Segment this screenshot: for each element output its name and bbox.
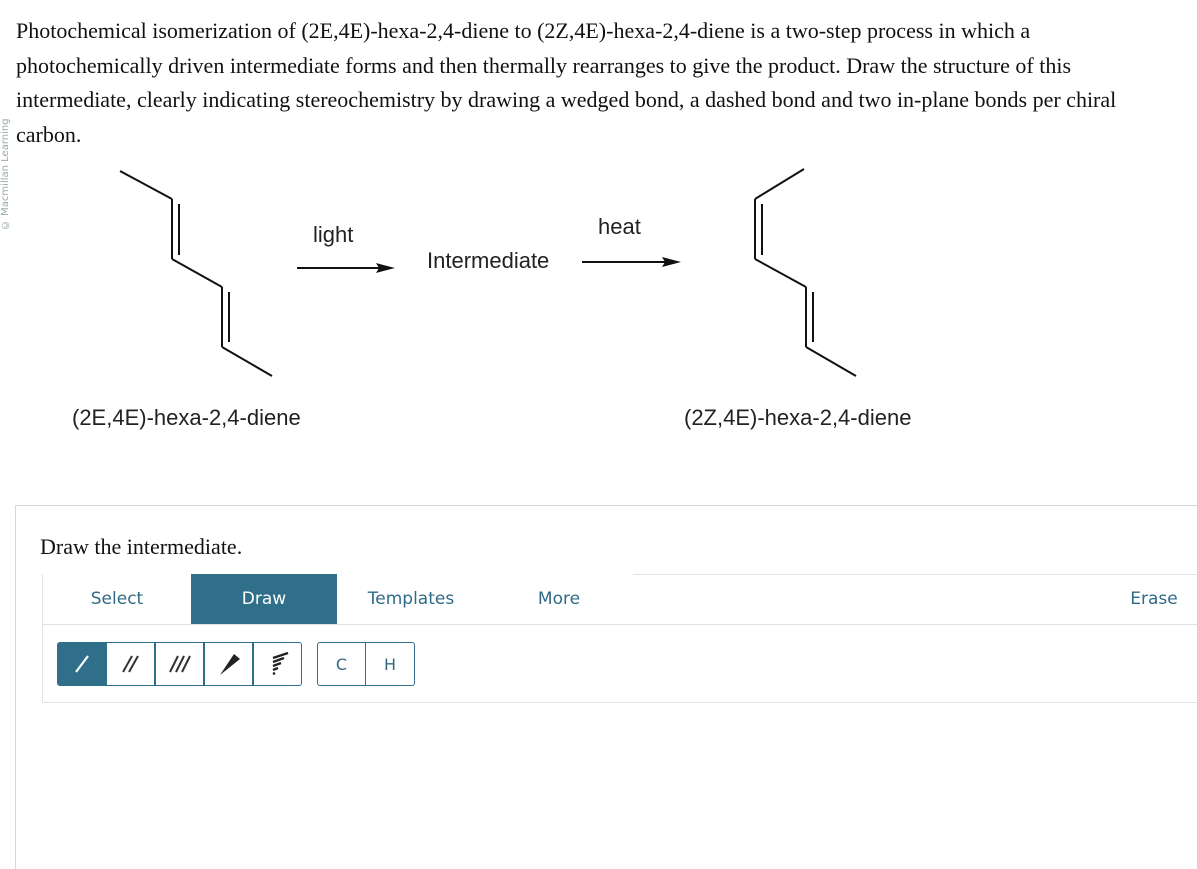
triple-bond-tool[interactable] <box>155 642 204 686</box>
product-name: (2Z,4E)-hexa-2,4-diene <box>684 405 912 430</box>
tab-templates[interactable]: Templates <box>367 589 455 609</box>
heat-label: heat <box>598 214 641 239</box>
reaction-scheme: light Intermediate heat (2E,4E)-hexa-2,4… <box>0 150 1197 450</box>
product-structure <box>754 168 857 377</box>
editor-tabs: Select Draw Templates More Erase <box>42 574 1197 625</box>
dash-bond-icon <box>271 651 288 676</box>
tab-more[interactable]: More <box>537 589 581 609</box>
single-bond-tool[interactable] <box>57 642 106 686</box>
panel-prompt: Draw the intermediate. <box>40 534 243 559</box>
carbon-atom-button[interactable]: C <box>317 642 366 686</box>
dash-bond-tool[interactable] <box>253 642 302 686</box>
light-label: light <box>313 222 354 247</box>
double-bond-icon <box>121 655 139 673</box>
wedge-bond-tool[interactable] <box>204 642 253 686</box>
question-text: Photochemical isomerization of (2E,4E)-h… <box>16 18 1117 147</box>
tab-select[interactable]: Select <box>90 589 144 609</box>
erase-button[interactable]: Erase <box>1130 589 1178 609</box>
tab-draw[interactable]: Draw <box>191 574 337 624</box>
light-arrow <box>297 263 395 273</box>
reactant-name: (2E,4E)-hexa-2,4-diene <box>72 405 301 430</box>
hydrogen-atom-button[interactable]: H <box>366 642 415 686</box>
wedge-bond-icon <box>219 654 240 675</box>
drawing-panel: Draw the intermediate. Select Draw Templ… <box>15 505 1197 869</box>
reactant-structure <box>119 170 273 377</box>
intermediate-label: Intermediate <box>427 248 550 273</box>
heat-arrow <box>582 257 681 267</box>
double-bond-tool[interactable] <box>106 642 155 686</box>
toolbar-divider <box>633 574 1197 575</box>
triple-bond-icon <box>168 655 191 673</box>
single-bond-icon <box>74 655 89 673</box>
reaction-scheme-drawing <box>119 168 857 377</box>
draw-toolbar: C H <box>42 624 1197 703</box>
